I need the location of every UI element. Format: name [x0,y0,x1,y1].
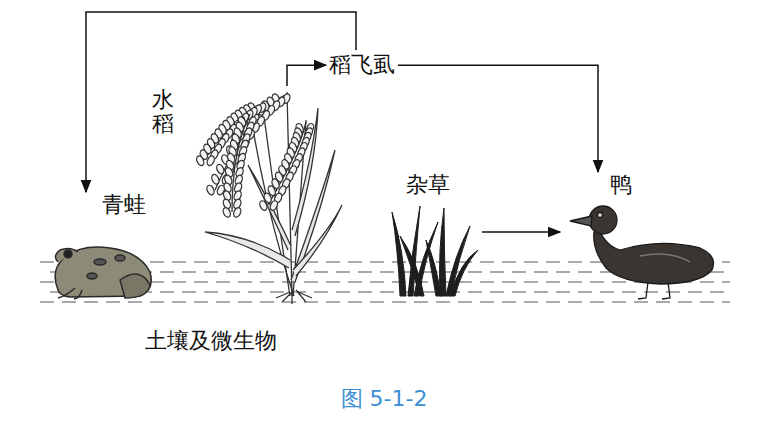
rice-grain [232,207,242,219]
frog-drawing [55,247,151,299]
organism-label: 青蛙 [102,192,146,218]
organism-group: 杂草 [386,172,482,300]
organism-label: 水稻 [152,88,174,136]
organism-label: 杂草 [406,172,450,198]
rice-grain [210,173,220,185]
rice-grain [195,155,205,167]
rice-grain [222,207,232,219]
food-chain-arrow [398,65,598,172]
duck-drawing [570,206,714,299]
food-chain-arrow [482,231,560,233]
organism-group: 鸭 [560,172,720,300]
rice-grain [269,200,279,212]
rice-grain [205,184,215,196]
organism-group: 稻飞虱 [326,50,398,80]
rice-grain [258,200,268,212]
rice-plant-drawing [195,92,342,304]
organism-group: 青蛙 [48,192,156,300]
weed-drawing [392,206,478,296]
organism-group: 水稻 [148,86,348,300]
organism-label: 稻飞虱 [329,52,395,78]
rice-grain [206,155,216,167]
food-chain-arrow [287,65,326,86]
food-chain-arrow [86,12,356,192]
water-line [40,301,730,302]
organism-label: 鸭 [610,172,632,198]
figure-caption: 图 5-1-2 [341,386,428,412]
rice-grain [215,163,225,175]
soil-label: 土壤及微生物 [145,328,277,354]
water-line [50,291,730,292]
